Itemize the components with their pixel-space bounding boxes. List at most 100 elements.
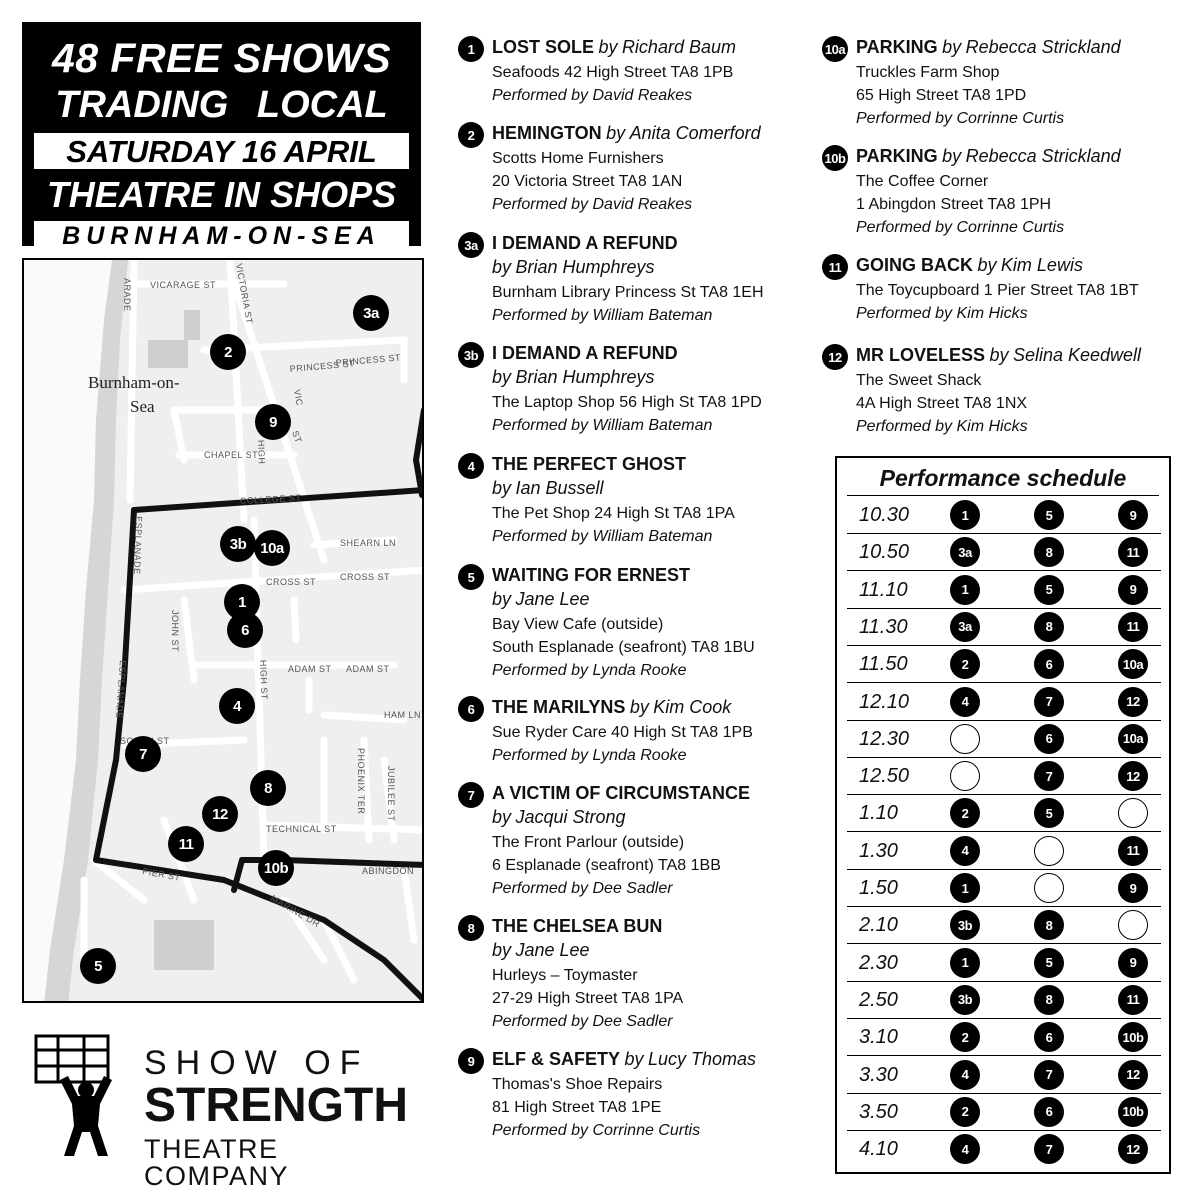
performed-by-label: Performed by [492, 1122, 589, 1139]
show-performer: William Bateman [592, 528, 713, 545]
map-marker-6[interactable]: 6 [227, 612, 263, 648]
map-marker-3b[interactable]: 3b [220, 526, 256, 562]
label-vicarage: VICARAGE ST [150, 280, 216, 290]
label-phoenix: PHOENIX TER [356, 748, 366, 814]
map-marker-10b[interactable]: 10b [258, 850, 294, 886]
schedule-slot: 11 [1118, 835, 1148, 866]
show-by: by [492, 478, 512, 498]
schedule-time: 1.50 [859, 877, 898, 899]
show-by: by [492, 589, 512, 609]
show-performer: William Bateman [592, 417, 713, 434]
map-marker-12[interactable]: 12 [202, 796, 238, 832]
schedule-title: Performance schedule [847, 458, 1159, 496]
label-jubilee: JUBILEE ST [386, 766, 396, 822]
schedule-slot: 6 [1034, 649, 1064, 680]
map-marker-4[interactable]: 4 [219, 688, 255, 724]
performed-by-label: Performed by [492, 87, 589, 104]
map-marker-2[interactable]: 2 [210, 334, 246, 370]
show-author: Brian Humphreys [515, 367, 655, 387]
schedule-slot: 9 [1118, 500, 1148, 530]
map-marker-3a[interactable]: 3a [353, 295, 389, 331]
show-by: by [492, 940, 512, 960]
logo-line1: SHOW OF [144, 1044, 370, 1082]
show-number-badge: 7 [458, 782, 484, 808]
performed-by-label: Performed by [492, 307, 589, 324]
schedule-slot: 7 [1034, 686, 1064, 717]
performed-by-label: Performed by [492, 417, 589, 434]
label-adam-2: ADAM ST [346, 664, 390, 674]
map-marker-5[interactable]: 5 [80, 948, 116, 984]
show-address: 6 Esplanade (seafront) TA8 1BB [492, 857, 721, 874]
map-marker-11[interactable]: 11 [168, 826, 204, 862]
performed-by-label: Performed by [492, 747, 589, 764]
show-number-badge: 8 [458, 915, 484, 941]
schedule-slot: 1 [950, 947, 980, 978]
schedule-slot: 8 [1034, 611, 1064, 642]
map-marker-9[interactable]: 9 [255, 404, 291, 440]
strongman-icon [34, 1034, 112, 1156]
schedule-slot: 12 [1118, 761, 1148, 792]
show-by: by [492, 367, 512, 387]
schedule-slot: 8 [1034, 984, 1064, 1015]
schedule-slot: 4 [950, 1134, 980, 1165]
building [184, 310, 200, 340]
building [154, 920, 214, 970]
show-title: LOST SOLE [492, 37, 595, 57]
show-performer: Dee Sadler [592, 1013, 673, 1030]
show-address: 56 High St TA8 1PD [619, 394, 762, 411]
show-author: Kim Lewis [1000, 255, 1083, 275]
logo-line3: THEATRE COMPANY [144, 1134, 290, 1191]
schedule-time: 12.30 [859, 727, 910, 750]
show-number-badge: 9 [458, 1048, 484, 1074]
schedule-slot: 8 [1034, 910, 1064, 941]
schedule-time: 11.50 [859, 653, 908, 676]
show-details: The Front Parlour (outside)6 Esplanade (… [458, 831, 818, 900]
college-street-road [131, 487, 422, 513]
show-address: 1 Pier Street TA8 1BT [983, 282, 1139, 299]
show-author: Anita Comerford [629, 123, 761, 143]
show-venue: Truckles Farm Shop [856, 64, 1000, 81]
schedule-time: 4.10 [859, 1138, 898, 1161]
show-title: I DEMAND A REFUND [492, 343, 678, 363]
schedule-slot: 10b [1118, 1096, 1148, 1127]
building [148, 340, 188, 368]
label-victoria-2: VIC [292, 389, 305, 407]
schedule-slot: 11 [1118, 611, 1148, 642]
schedule-slot: 2 [950, 1096, 980, 1127]
sea-area [24, 260, 112, 1001]
show-title: A VICTIM OF CIRCUMSTANCE [492, 783, 750, 803]
show-number-badge: 10b [822, 145, 848, 171]
map-marker-10a[interactable]: 10a [254, 530, 290, 566]
label-arade: ARADE [122, 278, 132, 312]
show-address: 42 High Street TA8 1PB [564, 64, 734, 81]
title-trading-local: TRADING LOCAL [55, 84, 388, 126]
show-address: 81 High Street TA8 1PE [492, 1099, 662, 1116]
show-address: 40 High St TA8 1PB [611, 724, 753, 741]
show-performer: Kim Hicks [956, 305, 1028, 322]
label-college: COLLEGE ST [240, 493, 302, 506]
performed-by-label: Performed by [856, 418, 953, 435]
show-venue: The Sweet Shack [856, 372, 982, 389]
schedule-slot: 5 [1034, 574, 1064, 605]
map-marker-8[interactable]: 8 [250, 770, 286, 806]
map-marker-7[interactable]: 7 [125, 736, 161, 772]
show-venue: Hurleys – Toymaster [492, 967, 638, 984]
